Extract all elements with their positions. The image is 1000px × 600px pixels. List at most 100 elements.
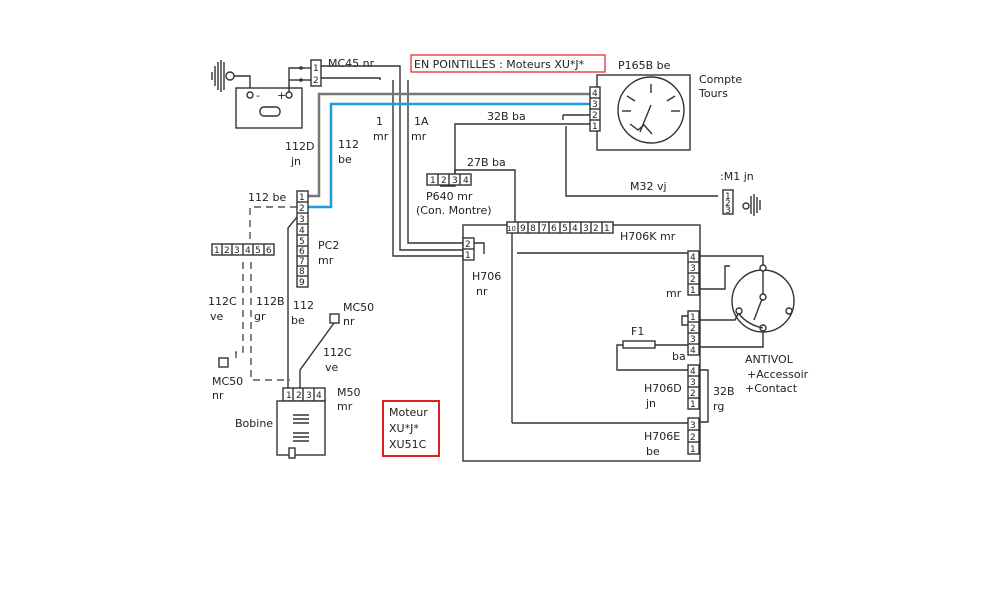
connector-pc2: 1 2 3 4 5 6 7 8 9 PC2 mr [296, 190, 339, 288]
svg-text:be: be [646, 445, 660, 458]
svg-text:2: 2 [465, 240, 471, 250]
wire-label-112-be: 112 be [248, 191, 286, 204]
mc45-label: MC45 nr [328, 57, 375, 70]
engine-note-frame [382, 400, 440, 457]
svg-text:3: 3 [690, 378, 696, 388]
svg-text:3: 3 [690, 421, 696, 431]
svg-text:6: 6 [299, 247, 305, 257]
antivol-switch: ANTIVOL +Accessoir +Contact [731, 264, 809, 395]
svg-text:be: be [291, 314, 305, 327]
svg-text:nr: nr [476, 285, 488, 298]
svg-text:1: 1 [430, 176, 436, 186]
svg-text:6: 6 [266, 246, 272, 256]
svg-text:1: 1 [592, 122, 598, 132]
connector-h706k: 10 9 8 7 6 5 4 3 2 1 H706K mr [506, 221, 676, 243]
connector-mc45: 1 2 MC45 nr [301, 57, 375, 87]
battery-plus-label: + [277, 89, 286, 102]
svg-text:4: 4 [245, 246, 251, 256]
fuse-wire-label: ba [672, 350, 686, 363]
svg-text:9: 9 [299, 278, 305, 288]
svg-text:jn: jn [645, 397, 656, 410]
svg-text:1: 1 [313, 64, 319, 74]
engine-note-line2: XU*J* [389, 422, 419, 435]
svg-text:1: 1 [214, 246, 220, 256]
fuse-f1: F1 ba [622, 325, 686, 363]
svg-text:7: 7 [541, 224, 547, 234]
connector-h706e: 3 2 1 H706E be [644, 417, 700, 458]
svg-text:10: 10 [507, 225, 516, 233]
svg-text:4: 4 [572, 224, 578, 234]
svg-text:nr: nr [212, 389, 224, 402]
svg-text:1: 1 [690, 313, 696, 323]
svg-text:2: 2 [690, 389, 696, 399]
wire-32b-ba [440, 123, 590, 187]
wire-1-mr [321, 65, 465, 251]
svg-text:1: 1 [725, 192, 731, 202]
antivol-connector-label: mr [666, 287, 682, 300]
svg-text:6: 6 [551, 224, 557, 234]
connector-antivol-top: 4 3 2 1 mr [666, 250, 700, 300]
mc50-left-terminal [218, 357, 229, 368]
mc50-left-label: MC50 [212, 375, 243, 388]
svg-text:7: 7 [299, 257, 305, 267]
svg-text:8: 8 [299, 267, 305, 277]
svg-text:ve: ve [210, 310, 224, 323]
wire-label-112-low: 112 [293, 299, 314, 312]
pc2-label: PC2 [318, 239, 339, 252]
connector-h706d: 4 3 2 1 H706D jn [644, 364, 700, 410]
svg-text:2: 2 [593, 224, 599, 234]
h706e-label: H706E [644, 430, 680, 443]
tachometer: P165B be Compte Tours [596, 59, 742, 151]
svg-text:4: 4 [690, 367, 696, 377]
engine-note-line3: XU51C [389, 438, 427, 451]
svg-text:jn: jn [290, 155, 301, 168]
wire-label-1: 1 [376, 115, 383, 128]
svg-text:2: 2 [441, 176, 447, 186]
wire-112-be-highlight [305, 102, 590, 209]
svg-text:2: 2 [313, 76, 319, 86]
svg-text:1: 1 [604, 224, 610, 234]
svg-text:2: 2 [592, 111, 598, 121]
svg-text:3: 3 [725, 206, 731, 216]
svg-text:3: 3 [234, 246, 240, 256]
mc50-right-label: MC50 [343, 301, 374, 314]
battery: - + [235, 87, 303, 129]
chassis-ground-icon [211, 60, 251, 92]
connector-p640: 1 2 3 4 P640 mr (Con. Montre) [416, 173, 492, 217]
connector-antivol-mid: 1 2 3 4 [687, 310, 700, 356]
wire-label-112d: 112D [285, 140, 314, 153]
svg-text:1: 1 [286, 391, 292, 401]
connector-h706: 2 1 H706 nr [462, 237, 501, 298]
svg-text:1: 1 [690, 400, 696, 410]
svg-text:3: 3 [306, 391, 312, 401]
svg-text:3: 3 [592, 100, 598, 110]
wire-32b-rg [699, 369, 709, 423]
connector-six-pin: 1 2 3 4 5 6 [211, 243, 275, 256]
svg-text:gr: gr [254, 310, 266, 323]
fuse-label: F1 [631, 325, 644, 338]
wire-112-be-dashed [249, 206, 297, 240]
svg-text:2: 2 [224, 246, 230, 256]
svg-text:2: 2 [690, 275, 696, 285]
wire-112c-ve [299, 322, 335, 388]
mc50-right-terminal [329, 313, 340, 324]
svg-text:2: 2 [690, 324, 696, 334]
svg-text:1: 1 [299, 193, 305, 203]
note-frame [410, 54, 606, 73]
wire-1a-mr [407, 80, 466, 244]
svg-text:5: 5 [255, 246, 261, 256]
svg-text:4: 4 [299, 226, 305, 236]
svg-text:mr: mr [411, 130, 427, 143]
connector-p165b: 4 3 2 1 [589, 86, 601, 132]
ignition-coil: 1 2 3 4 M50 mr Bobine [235, 386, 361, 459]
svg-text:mr: mr [337, 400, 353, 413]
svg-text:3: 3 [690, 335, 696, 345]
wire-label-1a: 1A [414, 115, 429, 128]
svg-text:be: be [338, 153, 352, 166]
wire-label-32b-rg: 32B [713, 385, 735, 398]
svg-text:5: 5 [562, 224, 568, 234]
svg-text:+Contact: +Contact [745, 382, 798, 395]
tachometer-name: Compte [699, 73, 742, 86]
wire-label-112b: 112B [256, 295, 285, 308]
